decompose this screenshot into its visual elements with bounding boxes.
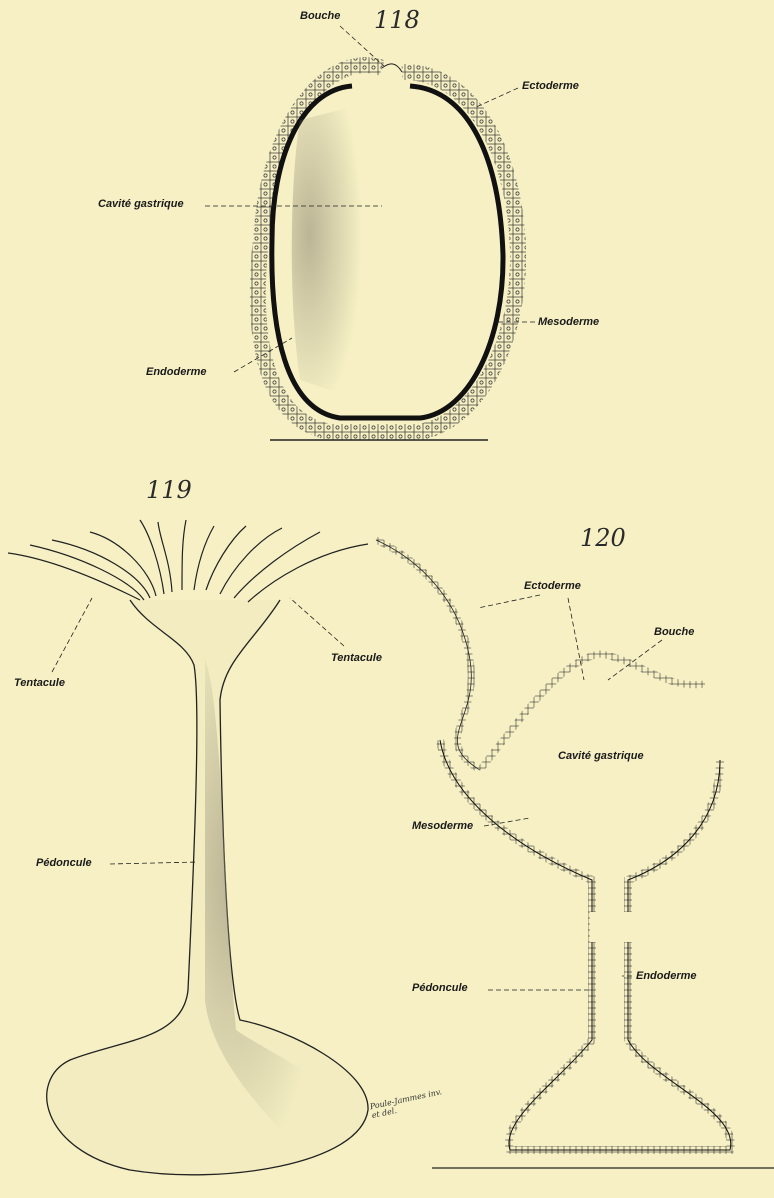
- fig119-number: 119: [146, 476, 192, 504]
- fig118-ectoderme-leader: [474, 88, 518, 108]
- figure-118: [205, 26, 535, 440]
- fig118-bouche-label: Bouche: [300, 10, 340, 22]
- fig119-tentacule-left-label: Tentacule: [14, 677, 65, 689]
- fig118-mesoderme-label: Mesoderme: [538, 316, 599, 328]
- fig118-ectoderme-label: Ectoderme: [522, 80, 579, 92]
- fig118-mouth-line: [382, 64, 402, 72]
- fig120-mesoderme-label: Mesoderme: [412, 820, 473, 832]
- fig120-bouche-label: Bouche: [654, 626, 694, 638]
- fig118-cavite-label: Cavité gastrique: [98, 198, 184, 210]
- figure-119: [8, 520, 368, 1175]
- fig119-tentacule-right-leader: [290, 598, 344, 646]
- fig118-number: 118: [374, 6, 420, 34]
- fig119-tentacles: [8, 520, 368, 602]
- fig120-ectoderme-label: Ectoderme: [524, 580, 581, 592]
- fig119-pedoncule-label: Pédoncule: [36, 857, 92, 869]
- fig120-cavite-label: Cavité gastrique: [558, 750, 644, 762]
- fig120-stalk-gap: [590, 912, 632, 942]
- fig119-pedoncule-leader: [110, 862, 198, 864]
- fig120-number: 120: [580, 524, 626, 552]
- fig120-endoderme-label: Endoderme: [636, 970, 697, 982]
- fig120-ectoderme-leader: [478, 595, 540, 608]
- figure-120: [376, 540, 774, 1168]
- fig119-tentacule-left-leader: [52, 598, 92, 672]
- fig118-endoderme-label: Endoderme: [146, 366, 207, 378]
- fig120-long-tentacle: [376, 540, 480, 770]
- fig118-gastric-stipple: [292, 100, 380, 400]
- fig119-tentacule-right-label: Tentacule: [331, 652, 382, 664]
- fig120-body-wall: [440, 740, 731, 1150]
- fig120-pedoncule-label: Pédoncule: [412, 982, 468, 994]
